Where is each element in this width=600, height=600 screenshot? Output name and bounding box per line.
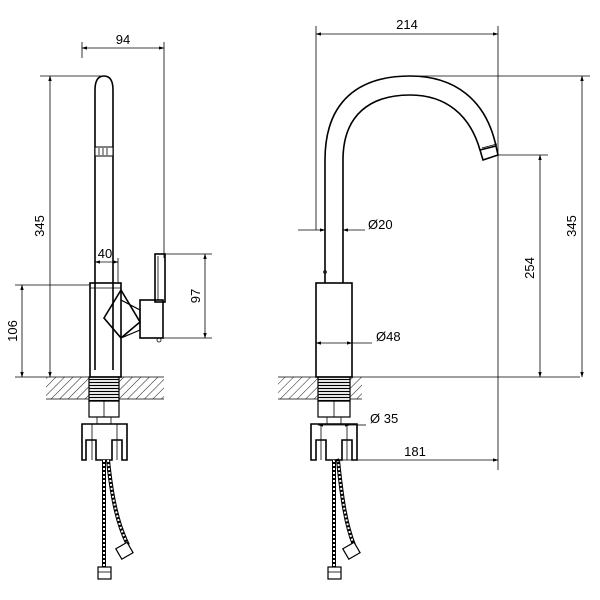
right-hoses (327, 459, 361, 580)
dim-right-spout-height: 254 (498, 154, 548, 378)
dim-right-reach: 181 (333, 160, 499, 470)
dim-left-width: 94 (81, 32, 165, 258)
right-fittings (310, 400, 358, 461)
left-body (89, 282, 122, 378)
dim-right-spout-height-label: 254 (522, 257, 537, 279)
dim-left-handle-height: 97 (163, 253, 212, 339)
dim-right-height: 345 (420, 75, 590, 378)
left-hoses (97, 459, 134, 580)
dim-left-width-label: 94 (116, 32, 130, 47)
left-fittings (81, 400, 128, 461)
right-thread (318, 377, 350, 401)
dim-right-width-label: 214 (396, 17, 418, 32)
dim-right-width: 214 (315, 17, 499, 230)
dim-right-pipe-label: Ø20 (368, 217, 393, 232)
dim-right-height-label: 345 (564, 215, 579, 237)
dim-right-shank-label: Ø 35 (370, 411, 398, 426)
dim-right-reach-label: 181 (404, 444, 426, 459)
dim-left-base: 106 (5, 284, 90, 378)
dim-left-offset: 40 (94, 246, 119, 283)
dim-right-pipe: Ø20 (298, 217, 393, 232)
dim-left-handle-height-label: 97 (188, 289, 203, 303)
dim-left-height-label: 345 (32, 215, 47, 237)
dim-left-height: 345 (32, 75, 103, 378)
right-view: 214 Ø20 Ø48 Ø 35 345 (278, 17, 590, 580)
dim-right-shank: Ø 35 (317, 411, 398, 427)
left-handle (103, 253, 166, 343)
dim-left-offset-label: 40 (98, 246, 112, 261)
right-body (315, 282, 353, 378)
left-thread (89, 377, 119, 401)
dim-right-body-label: Ø48 (376, 329, 401, 344)
dim-left-base-label: 106 (5, 320, 20, 342)
dim-right-body: Ø48 (315, 329, 401, 345)
left-pipe (94, 75, 114, 370)
right-spout (323, 75, 499, 283)
left-view: 94 345 40 97 106 (5, 32, 212, 580)
